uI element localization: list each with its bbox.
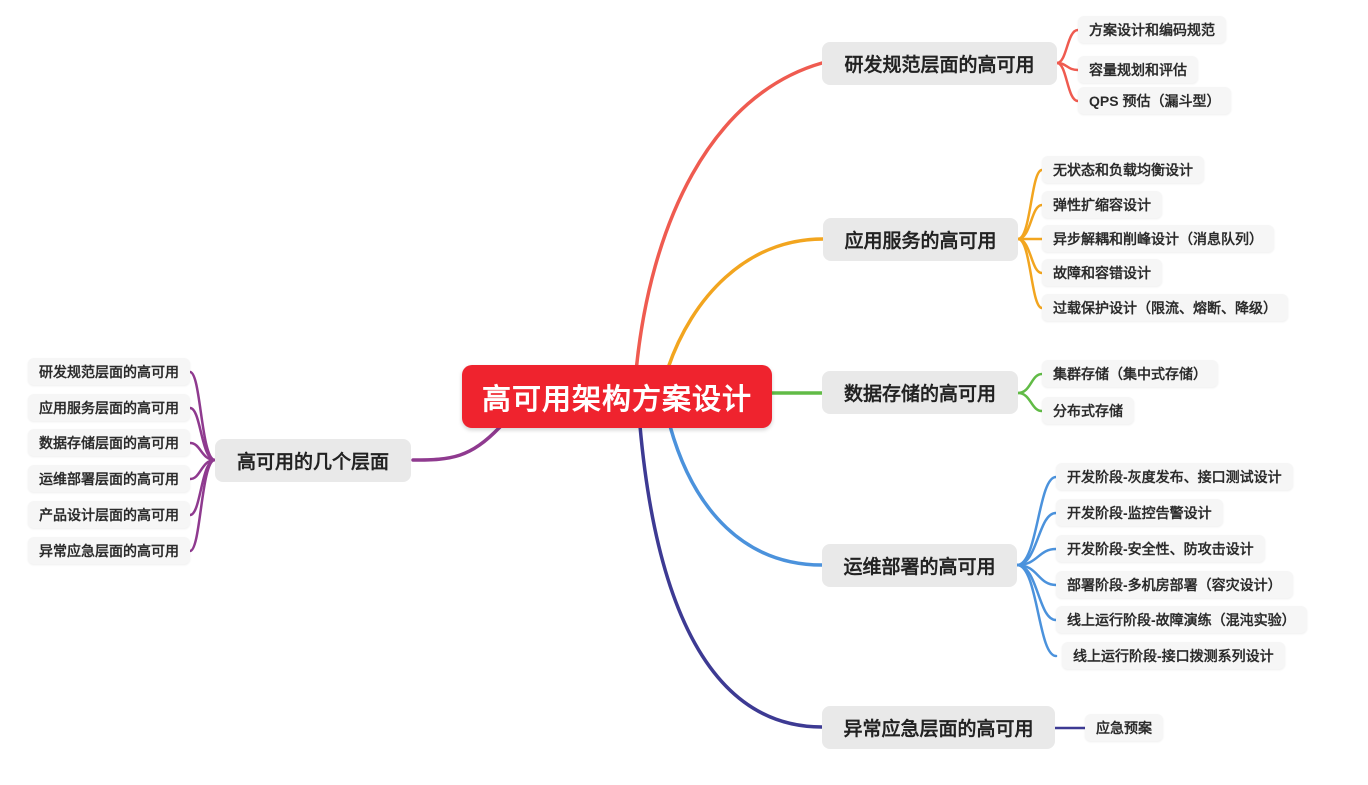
branch-dev-spec[interactable]: 研发规范层面的高可用 [822, 42, 1057, 85]
connector-root-to-app-service [666, 237, 825, 370]
connector-app-service-child-0 [1016, 168, 1044, 241]
child-dev-spec-2[interactable]: QPS 预估（漏斗型） [1078, 87, 1232, 114]
connector-root-to-emergency [638, 424, 824, 729]
connector-app-service-child-4 [1016, 237, 1044, 310]
child-levels-5[interactable]: 异常应急层面的高可用 [28, 537, 190, 564]
child-levels-1[interactable]: 应用服务层面的高可用 [28, 394, 190, 421]
connector-data-storage-child-1 [1016, 391, 1044, 413]
branch-app-service[interactable]: 应用服务的高可用 [823, 218, 1018, 261]
branch-ops-deploy[interactable]: 运维部署的高可用 [822, 544, 1017, 587]
child-app-service-4[interactable]: 过载保护设计（限流、熔断、降级） [1042, 294, 1288, 321]
connector-dev-spec-child-0 [1055, 28, 1080, 65]
connector-root-to-ops-deploy [668, 424, 824, 567]
child-ops-deploy-5[interactable]: 线上运行阶段-接口拨测系列设计 [1062, 642, 1285, 669]
connector-data-storage-child-0 [1016, 372, 1044, 395]
child-app-service-1[interactable]: 弹性扩缩容设计 [1042, 191, 1162, 218]
child-data-storage-0[interactable]: 集群存储（集中式存储） [1042, 360, 1218, 387]
connector-levels-child-5 [188, 458, 217, 553]
child-dev-spec-1[interactable]: 容量规划和评估 [1078, 56, 1198, 83]
child-data-storage-1[interactable]: 分布式存储 [1042, 397, 1134, 424]
connector-root-to-levels [411, 425, 502, 462]
child-app-service-0[interactable]: 无状态和负载均衡设计 [1042, 156, 1204, 183]
child-dev-spec-0[interactable]: 方案设计和编码规范 [1078, 16, 1226, 43]
root-node[interactable]: 高可用架构方案设计 [462, 365, 772, 428]
child-ops-deploy-1[interactable]: 开发阶段-监控告警设计 [1056, 499, 1223, 526]
child-ops-deploy-4[interactable]: 线上运行阶段-故障演练（混沌实验） [1056, 606, 1307, 633]
child-levels-3[interactable]: 运维部署层面的高可用 [28, 465, 190, 492]
branch-levels[interactable]: 高可用的几个层面 [215, 439, 411, 482]
branch-data-storage[interactable]: 数据存储的高可用 [822, 371, 1018, 414]
child-ops-deploy-0[interactable]: 开发阶段-灰度发布、接口测试设计 [1056, 463, 1293, 490]
child-levels-0[interactable]: 研发规范层面的高可用 [28, 358, 190, 385]
child-app-service-3[interactable]: 故障和容错设计 [1042, 259, 1162, 286]
connector-root-to-dev-spec [634, 61, 824, 374]
connector-ops-deploy-child-0 [1015, 475, 1058, 567]
connector-levels-child-0 [188, 370, 217, 462]
connector-ops-deploy-child-5 [1015, 563, 1058, 658]
child-emergency-0[interactable]: 应急预案 [1085, 714, 1163, 741]
child-app-service-2[interactable]: 异步解耦和削峰设计（消息队列） [1042, 225, 1274, 252]
child-levels-2[interactable]: 数据存储层面的高可用 [28, 429, 190, 456]
branch-emergency[interactable]: 异常应急层面的高可用 [822, 706, 1055, 749]
child-ops-deploy-3[interactable]: 部署阶段-多机房部署（容灾设计） [1056, 571, 1293, 598]
connector-dev-spec-child-2 [1055, 61, 1080, 103]
child-levels-4[interactable]: 产品设计层面的高可用 [28, 501, 190, 528]
child-ops-deploy-2[interactable]: 开发阶段-安全性、防攻击设计 [1056, 535, 1265, 562]
